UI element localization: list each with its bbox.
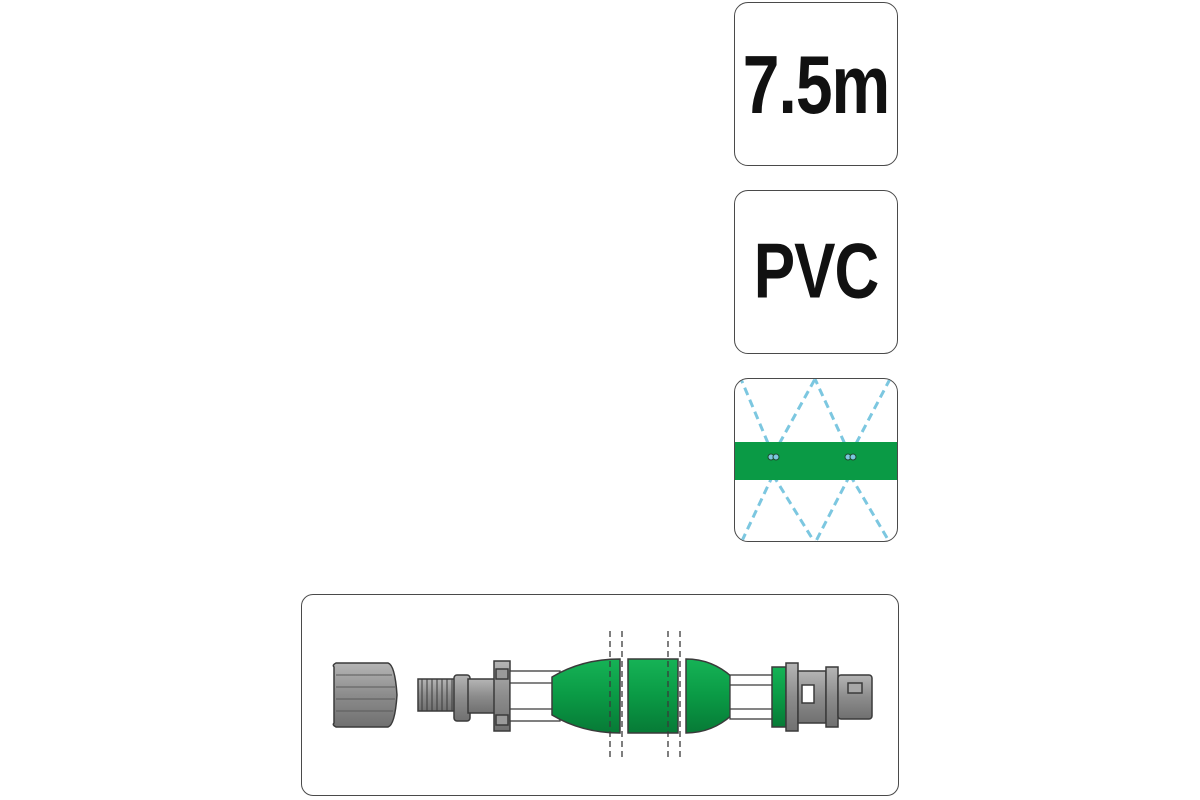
right-connector (771, 662, 873, 732)
right-clear-tube (729, 674, 775, 720)
material-label: PVC (753, 228, 879, 316)
left-flange (493, 660, 511, 732)
threaded-cap (332, 662, 398, 728)
hose-assembly-panel (301, 594, 899, 796)
material-badge: PVC (734, 190, 898, 354)
length-label: 7.5m (742, 37, 890, 131)
hose-section-left (551, 658, 621, 734)
sprinkler-badge (734, 378, 898, 542)
hose-section-middle (627, 658, 679, 734)
cut-lines (609, 631, 681, 761)
sprinkler-hose-icon (735, 379, 897, 541)
hose-section-right (685, 658, 733, 734)
hose-assembly-icon (332, 631, 873, 761)
length-badge: 7.5m (734, 2, 898, 166)
threaded-tail (417, 674, 499, 722)
